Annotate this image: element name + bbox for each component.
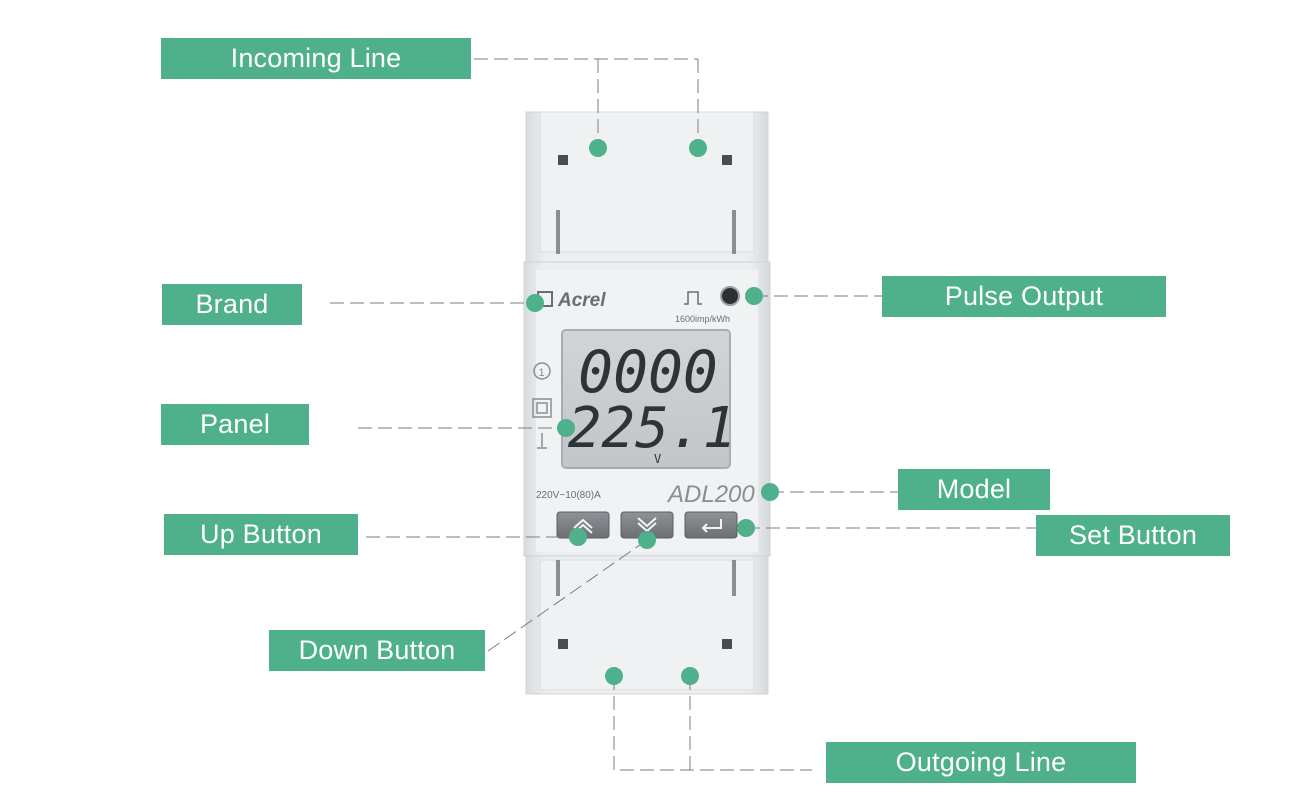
pulse-output-marker <box>745 287 763 305</box>
pulse-wave-icon <box>684 291 702 305</box>
svg-text:1: 1 <box>539 367 545 379</box>
terminal-screw-left-bottom <box>558 639 568 649</box>
model-label: Model <box>898 469 1050 510</box>
up-button-marker <box>569 528 587 546</box>
up-button-label: Up Button <box>164 514 358 555</box>
set-button-label: Set Button <box>1036 515 1230 556</box>
outgoing-line-label: Outgoing Line <box>826 742 1136 783</box>
brand-label: Brand <box>162 284 302 325</box>
lcd-unit: V <box>654 452 661 466</box>
double-square-icon <box>532 398 552 418</box>
model-marker <box>761 483 779 501</box>
down-button-leader <box>487 539 648 652</box>
brand-name: Acrel <box>557 290 606 311</box>
pulse-output-label: Pulse Output <box>882 276 1166 317</box>
lcd-line-1: 0000 <box>578 338 718 406</box>
enter-arrow-icon <box>701 519 722 533</box>
pulse-led <box>720 286 740 306</box>
set-button[interactable] <box>684 511 738 539</box>
down-button-marker <box>638 531 656 549</box>
incoming-left-marker <box>589 139 607 157</box>
bottom-terminal-block <box>525 555 769 695</box>
panel-label: Panel <box>161 404 309 445</box>
outgoing-left-marker <box>605 667 623 685</box>
set-button-marker <box>737 519 755 537</box>
side-symbols: 1 <box>532 362 552 449</box>
top-terminal-block <box>525 111 769 263</box>
ground-icon <box>537 433 547 449</box>
lcd-line-2: 225.1 <box>568 396 737 461</box>
terminal-screw-right-bottom <box>722 639 732 649</box>
model-name: ADL200 <box>666 481 755 508</box>
terminal-screw-left-top <box>558 155 568 165</box>
incoming-line-leader <box>474 58 699 148</box>
incoming-right-marker <box>689 139 707 157</box>
current-rating: 220V~10(80)A <box>536 490 601 501</box>
brand-marker <box>526 294 544 312</box>
outgoing-line-leader <box>613 676 812 771</box>
lcd-panel: 0000 225.1 V <box>561 329 737 469</box>
outgoing-right-marker <box>681 667 699 685</box>
incoming-line-label: Incoming Line <box>161 38 471 79</box>
panel-marker <box>557 419 575 437</box>
circled-one-icon: 1 <box>533 362 551 380</box>
terminal-screw-right-top <box>722 155 732 165</box>
down-button-label: Down Button <box>269 630 485 671</box>
pulse-constant: 1600imp/kWh <box>675 314 730 324</box>
